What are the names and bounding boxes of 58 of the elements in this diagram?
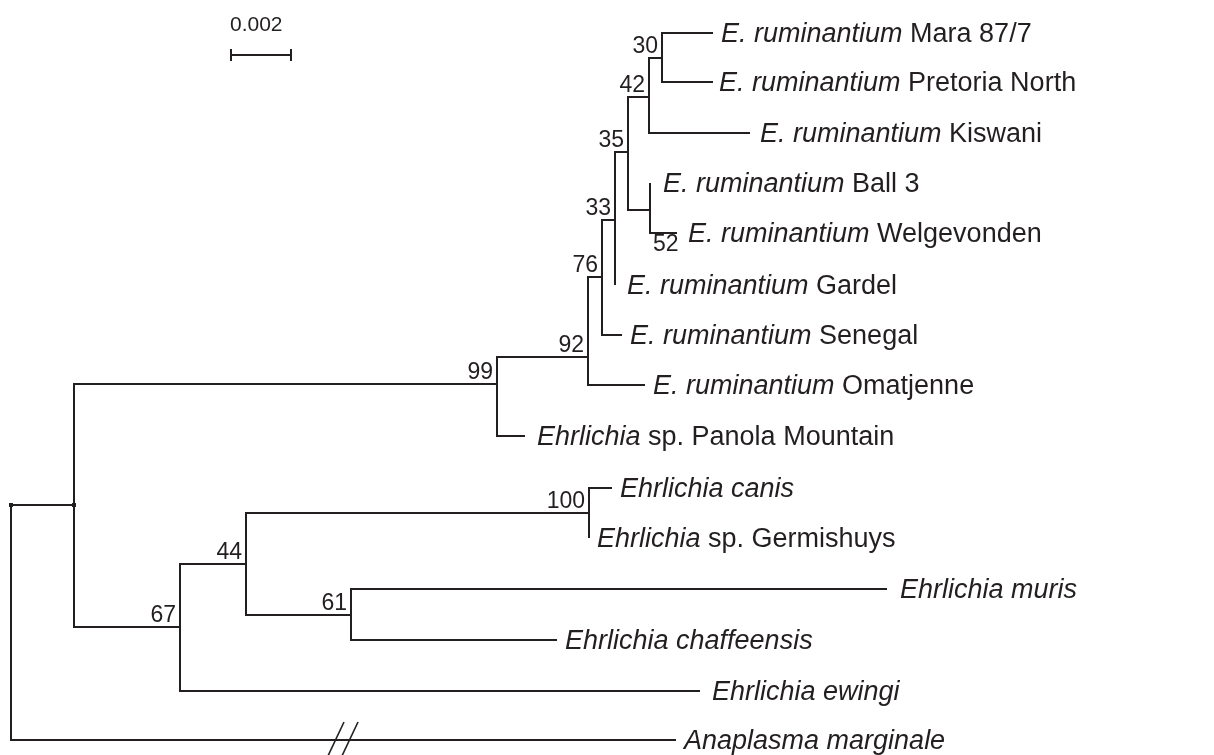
tree-branch (496, 383, 526, 437)
bootstrap-value: 99 (447, 358, 497, 384)
bootstrap-value: 35 (578, 126, 628, 152)
tree-branch (10, 504, 677, 741)
tree-branch (627, 96, 650, 153)
tree-branch (245, 563, 352, 616)
taxon-label: E. ruminantium Omatjenne (645, 367, 975, 403)
tree-branch (588, 512, 590, 539)
taxon-label: E. ruminantium Welgevonden (677, 215, 1042, 251)
taxon-label: E. ruminantium Gardel (615, 267, 898, 303)
tree-branch (661, 32, 714, 59)
tree-branch (648, 57, 663, 98)
tree-branch (350, 588, 888, 616)
bootstrap-value: 61 (301, 589, 351, 615)
bootstrap-value: 30 (612, 32, 662, 58)
tree-branch (627, 151, 651, 211)
bootstrap-value: 76 (552, 251, 602, 277)
tree-branch (648, 96, 751, 134)
tree-branch (614, 151, 629, 221)
taxon-label: E. ruminantium Ball 3 (650, 165, 920, 201)
tree-branch (73, 504, 181, 628)
tree-branch (350, 614, 558, 641)
tree-branch (587, 356, 646, 386)
taxon-label: E. ruminantium Mara 87/7 (713, 15, 1032, 51)
scale-value: 0.002 (230, 12, 283, 36)
branch-junction (9, 503, 13, 507)
tree-branch (588, 487, 613, 514)
tree-branch (601, 219, 616, 278)
taxon-label: Ehrlichia canis (612, 470, 795, 506)
tree-branch (649, 209, 678, 234)
tree-branch (661, 57, 714, 83)
tree-branch (587, 276, 603, 358)
tree-branch (614, 219, 616, 286)
taxon-label: Anaplasma marginale (676, 722, 946, 755)
bootstrap-value: 44 (196, 538, 246, 564)
tree-branch (496, 356, 589, 385)
tree-branch (179, 626, 701, 692)
taxon-label: Ehrlichia ewingi (700, 673, 900, 709)
taxon-label: E. ruminantium Senegal (622, 317, 919, 353)
bootstrap-value: 100 (539, 487, 589, 513)
taxon-label: Ehrlichia chaffeensis (557, 622, 813, 658)
taxon-label: Ehrlichia sp. Panola Mountain (525, 418, 895, 454)
tree-branch (601, 276, 623, 336)
branch-junction (72, 503, 76, 507)
tree-branch (179, 563, 247, 628)
bootstrap-value: 42 (599, 71, 649, 97)
bootstrap-value: 52 (650, 230, 679, 256)
tree-branch (649, 182, 651, 211)
tree-branch (10, 504, 75, 506)
tree-branch (73, 383, 498, 506)
bootstrap-value: 67 (130, 601, 180, 627)
taxon-label: E. ruminantium Kiswani (750, 115, 1043, 151)
taxon-label: E. ruminantium Pretoria North (713, 64, 1077, 100)
bootstrap-value: 92 (538, 331, 588, 357)
taxon-label: Ehrlichia muris (887, 571, 1078, 607)
taxon-label: Ehrlichia sp. Germishuys (589, 520, 896, 556)
bootstrap-value: 33 (565, 194, 615, 220)
tree-branch (245, 512, 590, 565)
